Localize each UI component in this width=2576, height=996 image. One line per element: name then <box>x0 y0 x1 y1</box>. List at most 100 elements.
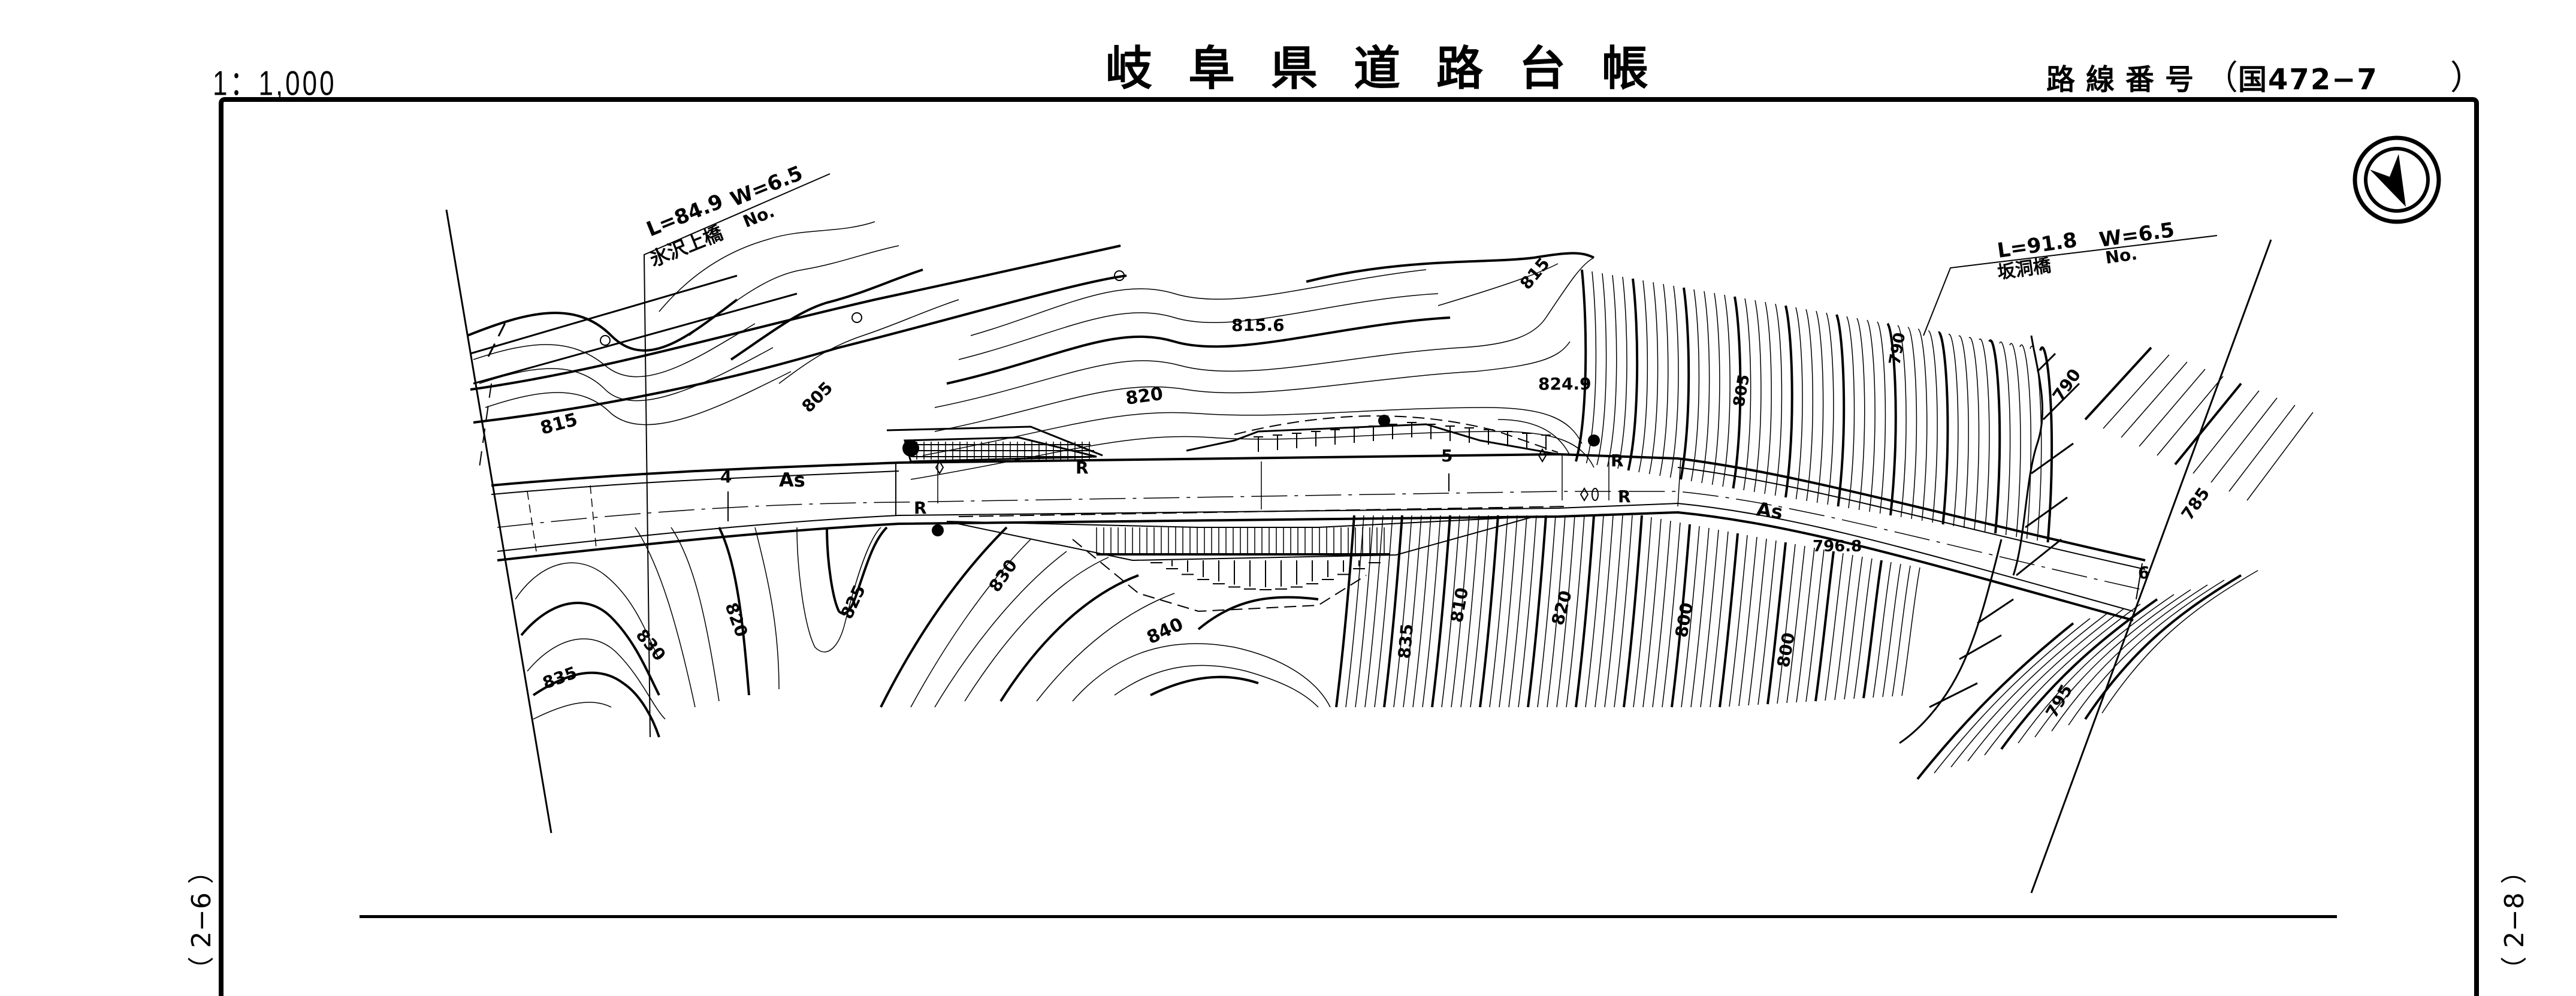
station-label: 6 <box>2138 563 2149 582</box>
contour-line <box>1537 515 1556 708</box>
contour-line <box>1671 524 1691 708</box>
contour-label: 835 <box>540 663 579 693</box>
retaining-label: R <box>1611 451 1624 470</box>
contour-line <box>2051 584 2208 732</box>
contour-line <box>2019 344 2032 539</box>
contour-line <box>1431 515 1451 708</box>
contour-label: 820 <box>721 600 751 639</box>
contour-line <box>1681 526 1700 708</box>
contour-line <box>2228 405 2296 492</box>
contour-line <box>1784 305 1793 498</box>
contour-line <box>1711 292 1720 485</box>
contour-line <box>2084 346 2152 421</box>
contour-line <box>1335 515 1355 708</box>
contour-line <box>1777 544 1796 704</box>
contour-line <box>1623 515 1643 708</box>
contour-line <box>1669 285 1679 478</box>
contour-line <box>1508 515 1527 708</box>
contour-line <box>1403 515 1422 708</box>
contour-line <box>1633 517 1652 708</box>
contour-line <box>1738 536 1757 707</box>
retaining-wall-upper <box>886 415 1559 463</box>
road-plan-map: L=84.9 W=6.5 氷沢上橋 No. L=91.8 W=6.5 坂洞橋 N… <box>445 135 2441 894</box>
contour-line <box>1816 310 1824 503</box>
surface-label: As <box>779 469 805 491</box>
contour-line <box>1968 337 1980 530</box>
contour-line <box>1499 515 1518 708</box>
contour-line <box>1470 515 1489 708</box>
contour-line <box>1805 309 1813 502</box>
north-arrow-icon <box>2352 135 2441 224</box>
contour-line <box>1844 556 1863 700</box>
contour-line <box>1690 289 1700 482</box>
page-title: 岐阜県道路台帳 <box>1106 42 1685 96</box>
contour-line <box>2157 376 2224 456</box>
contour-line <box>1948 334 1959 527</box>
contour-line <box>1795 307 1803 500</box>
contour-line <box>2000 598 2158 750</box>
contour-line <box>1732 296 1742 489</box>
contour-line <box>1648 282 1659 475</box>
route-number-label: 路線番号 <box>2046 63 2205 96</box>
route-close-paren: ） <box>2450 59 2484 98</box>
contour-line <box>1873 562 1892 698</box>
marker-icon <box>1588 434 1600 446</box>
contour-label: 810 <box>1446 586 1472 624</box>
contour-line <box>1729 535 1748 707</box>
contour-line <box>1757 540 1777 705</box>
contour-line <box>1680 287 1690 480</box>
contour-label: 830 <box>985 556 1022 596</box>
side-road <box>470 245 1127 468</box>
contour-line <box>1988 339 2001 534</box>
marker-icon <box>1538 448 1547 463</box>
contour-line <box>1719 533 1739 708</box>
contour-line <box>1364 515 1384 708</box>
contours-lower-left <box>515 526 1331 738</box>
contour-line <box>1659 283 1669 476</box>
contour-line <box>1950 613 2107 768</box>
contour-label: 800 <box>1671 601 1697 639</box>
contour-line <box>1753 300 1762 493</box>
elevation-point: 815.6 <box>1231 315 1285 335</box>
route-number-value: 国472−7 <box>2238 63 2378 96</box>
map-frame <box>219 97 2479 996</box>
marker-icon <box>1580 487 1589 502</box>
contour-line <box>2193 390 2260 474</box>
elevation-point: 796.8 <box>1813 538 1862 556</box>
contour-line <box>1846 316 1855 509</box>
contour-line <box>1604 515 1623 708</box>
bridge-leaders <box>643 173 2218 738</box>
contour-label: 840 <box>1144 614 1187 648</box>
contour-line <box>1701 291 1710 484</box>
bridge-2-number: No. <box>2104 244 2138 268</box>
contour-line <box>1614 515 1633 708</box>
contour-line <box>1412 515 1432 708</box>
marker-icon <box>932 524 944 536</box>
contour-line <box>2103 354 2170 429</box>
contour-line <box>2068 580 2225 726</box>
contour-line <box>1594 515 1614 708</box>
contour-line <box>1566 515 1585 708</box>
contour-line <box>1638 280 1648 473</box>
contour-line <box>1722 294 1731 487</box>
contour-line <box>1764 301 1772 494</box>
contours-upper-center <box>910 252 1594 480</box>
contours-upper-right <box>1575 269 2314 543</box>
contour-line <box>1586 271 1597 464</box>
route-number: 路線番号（国472−7） <box>2046 51 2484 99</box>
contour-line <box>1518 515 1537 708</box>
contour-line <box>1422 515 1441 708</box>
contour-line <box>1662 522 1681 708</box>
contour-line <box>1917 328 1928 521</box>
contour-line <box>1937 331 1949 525</box>
contour-line <box>1700 529 1719 708</box>
contour-label: 825 <box>836 582 869 622</box>
marker-icon <box>935 460 944 475</box>
contour-line <box>1451 515 1470 708</box>
contour-line <box>1547 515 1566 708</box>
contour-line <box>1642 518 1662 708</box>
contour-label: 785 <box>2178 484 2214 524</box>
contour-line <box>1345 515 1364 708</box>
contour-label: 800 <box>1773 631 1799 669</box>
contour-label: 790 <box>2049 365 2085 405</box>
